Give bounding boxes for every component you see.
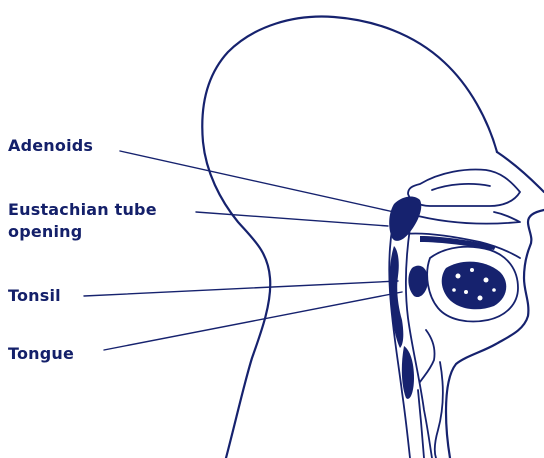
- label-adenoids: Adenoids: [8, 136, 93, 155]
- stipple-dot: [484, 278, 489, 283]
- leader-lines: [84, 151, 402, 350]
- nasal-cavity: [408, 170, 520, 206]
- tongue-mass: [442, 262, 507, 310]
- leader-adenoids: [120, 151, 394, 212]
- label-eustachian-tube-line1: Eustachian tube: [8, 200, 157, 219]
- stipple-dot: [478, 296, 483, 301]
- epiglottis: [420, 330, 435, 382]
- turbinate-1: [432, 184, 490, 190]
- pharyngeal-wall-tissue: [389, 246, 403, 348]
- stipple-dot: [470, 268, 474, 272]
- laryngeal-tissue: [402, 346, 414, 399]
- nasal-floor: [410, 212, 520, 224]
- label-tongue: Tongue: [8, 344, 74, 363]
- label-tonsil: Tonsil: [8, 286, 61, 305]
- head-outline: [202, 17, 544, 458]
- trachea-front: [435, 362, 443, 458]
- stipple-dot: [452, 288, 456, 292]
- label-eustachian-tube-line2: opening: [8, 222, 82, 241]
- stipple-dot: [464, 290, 468, 294]
- leader-tonsil: [84, 281, 398, 296]
- leader-eustachian: [196, 212, 388, 226]
- stipple-dot: [492, 288, 496, 292]
- tonsil-tissue: [408, 266, 428, 297]
- leader-tongue: [104, 292, 402, 350]
- stipple-dot: [456, 274, 461, 279]
